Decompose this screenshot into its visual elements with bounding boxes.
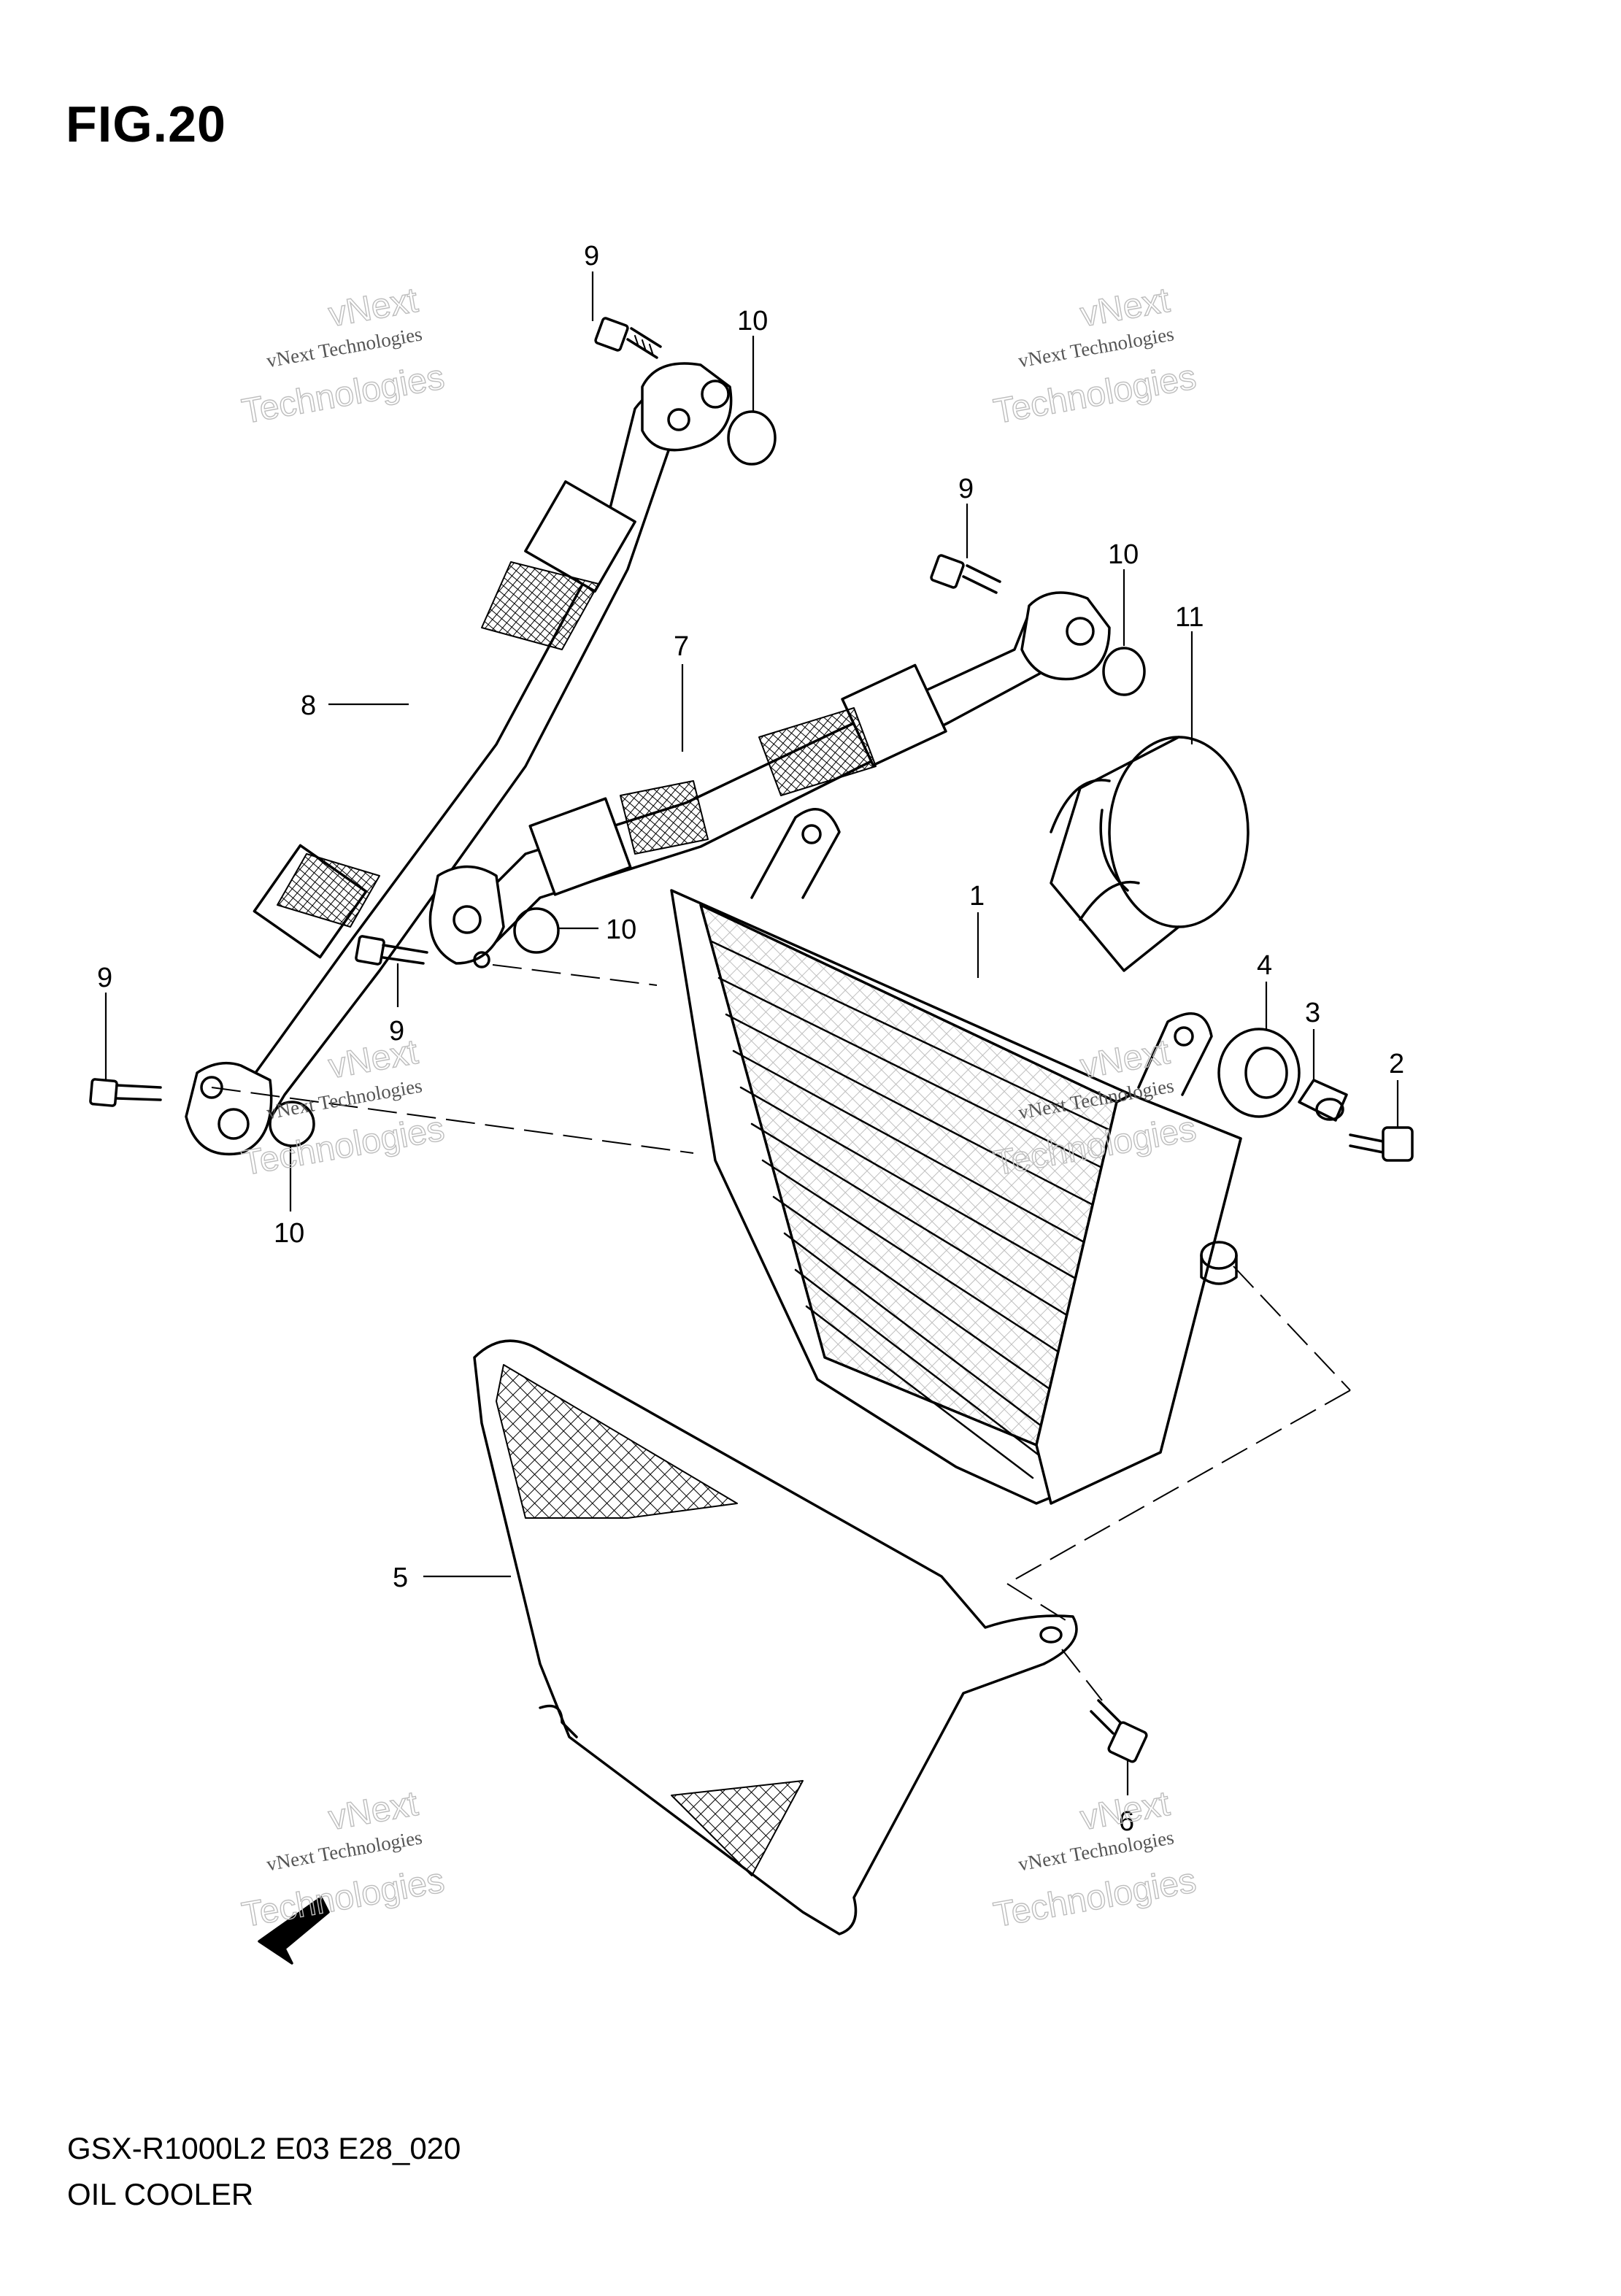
callout-9-top: 9: [584, 241, 599, 271]
watermark-bottom-left: vNext vNext Technologies Technologies: [239, 1784, 448, 1935]
grommet-4: [1217, 1028, 1301, 1118]
watermark-top-left: vNext vNext Technologies Technologies: [239, 280, 448, 432]
callout-8: 8: [301, 690, 316, 721]
watermark-bottom-right: vNext vNext Technologies Technologies: [990, 1784, 1200, 1935]
callout-2: 2: [1389, 1049, 1404, 1079]
oil-filter: [1050, 736, 1250, 972]
oil-hose-7: [428, 591, 1111, 968]
watermark-top-right: vNext vNext Technologies Technologies: [990, 280, 1200, 432]
callout-10-top: 10: [737, 306, 768, 336]
oil-hose-8: [185, 362, 733, 1156]
callout-6: 6: [1119, 1806, 1134, 1837]
callout-1: 1: [969, 881, 985, 912]
callout-4: 4: [1257, 950, 1272, 981]
bolt-6: [1090, 1699, 1148, 1763]
assembly-name: OIL COOLER: [67, 2177, 254, 2211]
bolt-9-left: [89, 1078, 162, 1107]
model-code: GSX-R1000L2 E03 E28_020: [67, 2131, 461, 2165]
bolt-2: [1349, 1126, 1414, 1162]
o-ring-10-top: [727, 410, 777, 466]
collar-3: [1298, 1079, 1348, 1122]
oil-cooler-core: [670, 808, 1242, 1505]
bolt-9-middle: [355, 935, 428, 966]
callout-7: 7: [674, 631, 689, 662]
callout-9-upper-right: 9: [958, 474, 974, 504]
callout-5: 5: [393, 1563, 408, 1593]
callout-10-middle: 10: [606, 914, 636, 945]
o-ring-10-upper-right: [1102, 647, 1146, 696]
forward-arrow-icon: [258, 1896, 330, 1965]
watermark-middle-left: vNext vNext Technologies Technologies: [239, 1032, 448, 1184]
callout-10-left: 10: [274, 1218, 304, 1249]
o-ring-10-left: [269, 1101, 315, 1147]
bolt-9-top: [594, 317, 662, 359]
figure-title: FIG.20: [66, 96, 226, 153]
callout-9-middle: 9: [389, 1016, 404, 1047]
callout-11: 11: [1175, 602, 1204, 633]
cooler-guard-net: [473, 1339, 1078, 1935]
o-ring-10-middle: [513, 907, 560, 954]
callout-3: 3: [1305, 998, 1320, 1028]
callout-10-upper-right: 10: [1108, 539, 1139, 570]
callout-9-left: 9: [97, 963, 112, 993]
bolt-9-upper-right: [930, 554, 1001, 594]
